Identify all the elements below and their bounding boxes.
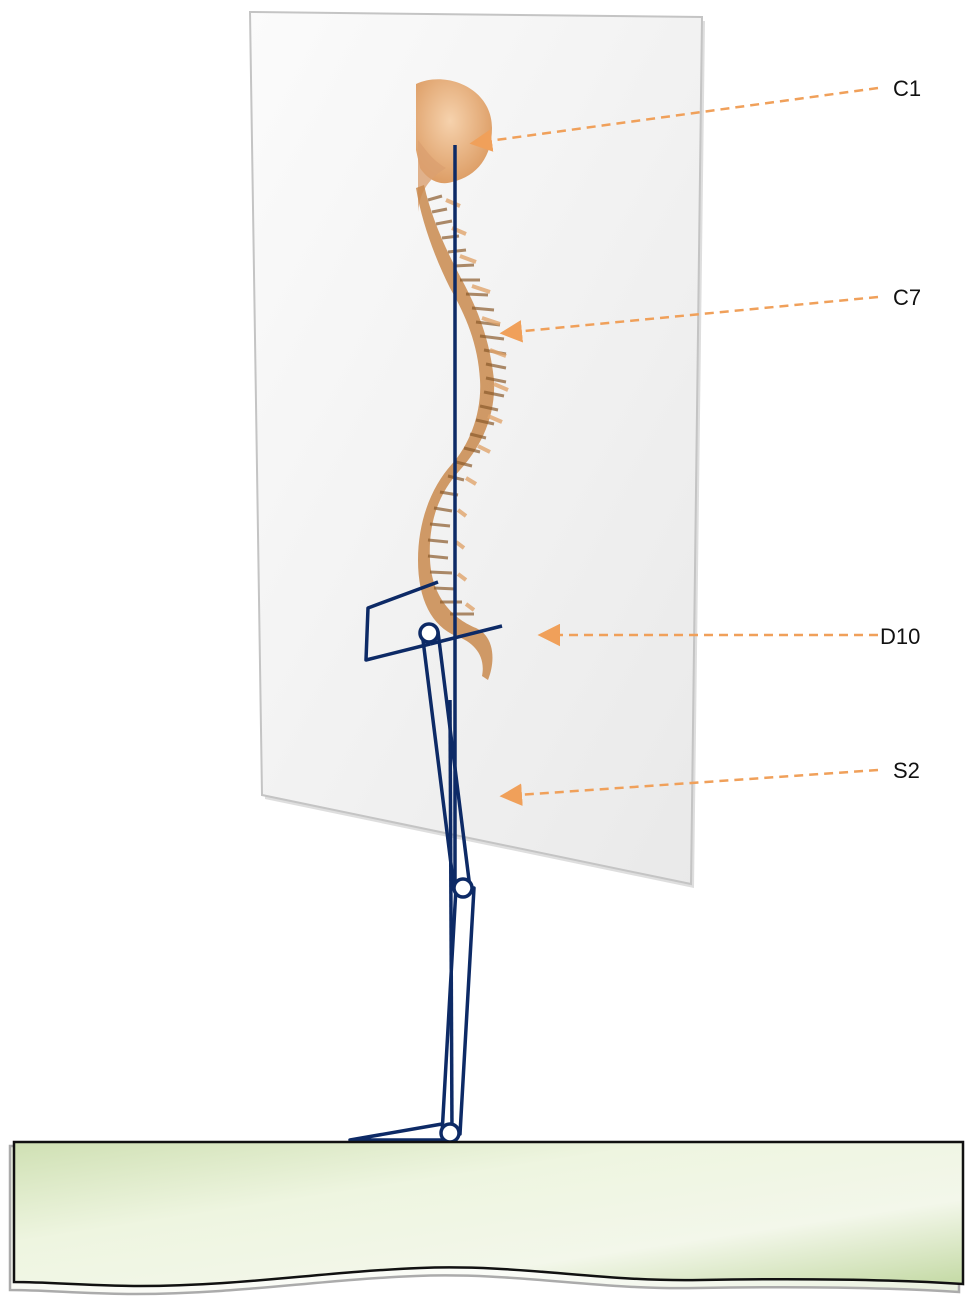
knee-joint-icon — [454, 879, 472, 897]
foot-segment — [350, 1124, 452, 1140]
label-s2: S2 — [893, 758, 920, 783]
ground-platform — [10, 1142, 963, 1294]
hip-joint-icon — [420, 624, 438, 642]
label-d10: D10 — [880, 624, 920, 649]
hip-ankle-line — [450, 700, 452, 1134]
label-c7: C7 — [893, 285, 921, 310]
ankle-joint-icon — [441, 1124, 459, 1142]
shank-segment — [442, 888, 474, 1134]
label-c1: C1 — [893, 76, 921, 101]
